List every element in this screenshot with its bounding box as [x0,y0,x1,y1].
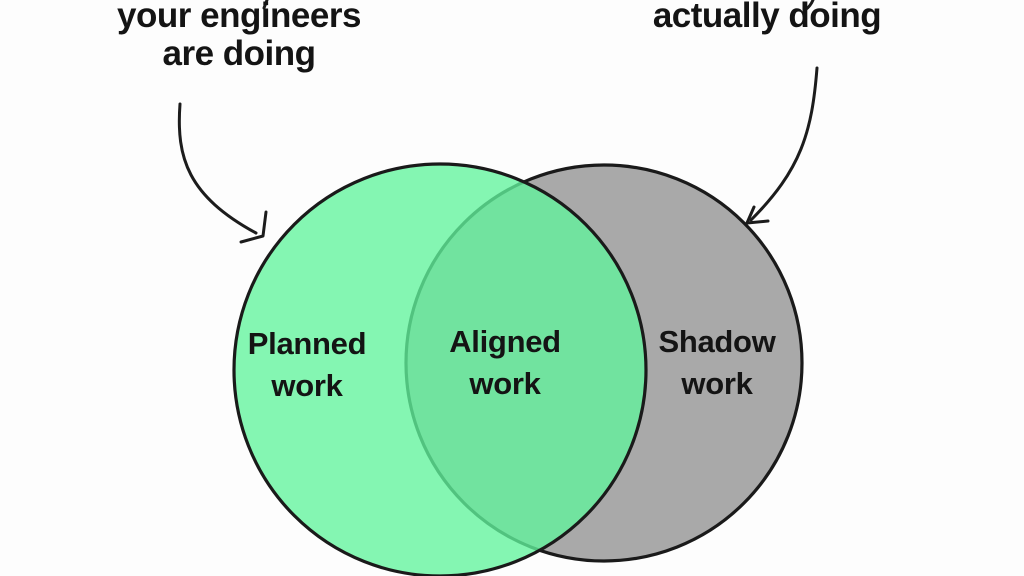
right-arrow [749,66,819,222]
left-arrow [177,102,258,235]
left-annotation-text: your engineers are doing [117,0,361,73]
cropped-text-remnant-right [803,0,815,12]
right-annotation-text: actually doing [652,0,882,35]
planned-work-label: Planned work [247,326,367,403]
shadow-work-label: Shadow work [658,324,776,401]
planned-work-circle [232,162,648,576]
aligned-work-label: Aligned work [449,324,561,401]
left-arrow-head-icon [239,210,268,244]
cropped-text-remnant-left [262,0,269,10]
right-arrow-head-icon [745,205,770,225]
